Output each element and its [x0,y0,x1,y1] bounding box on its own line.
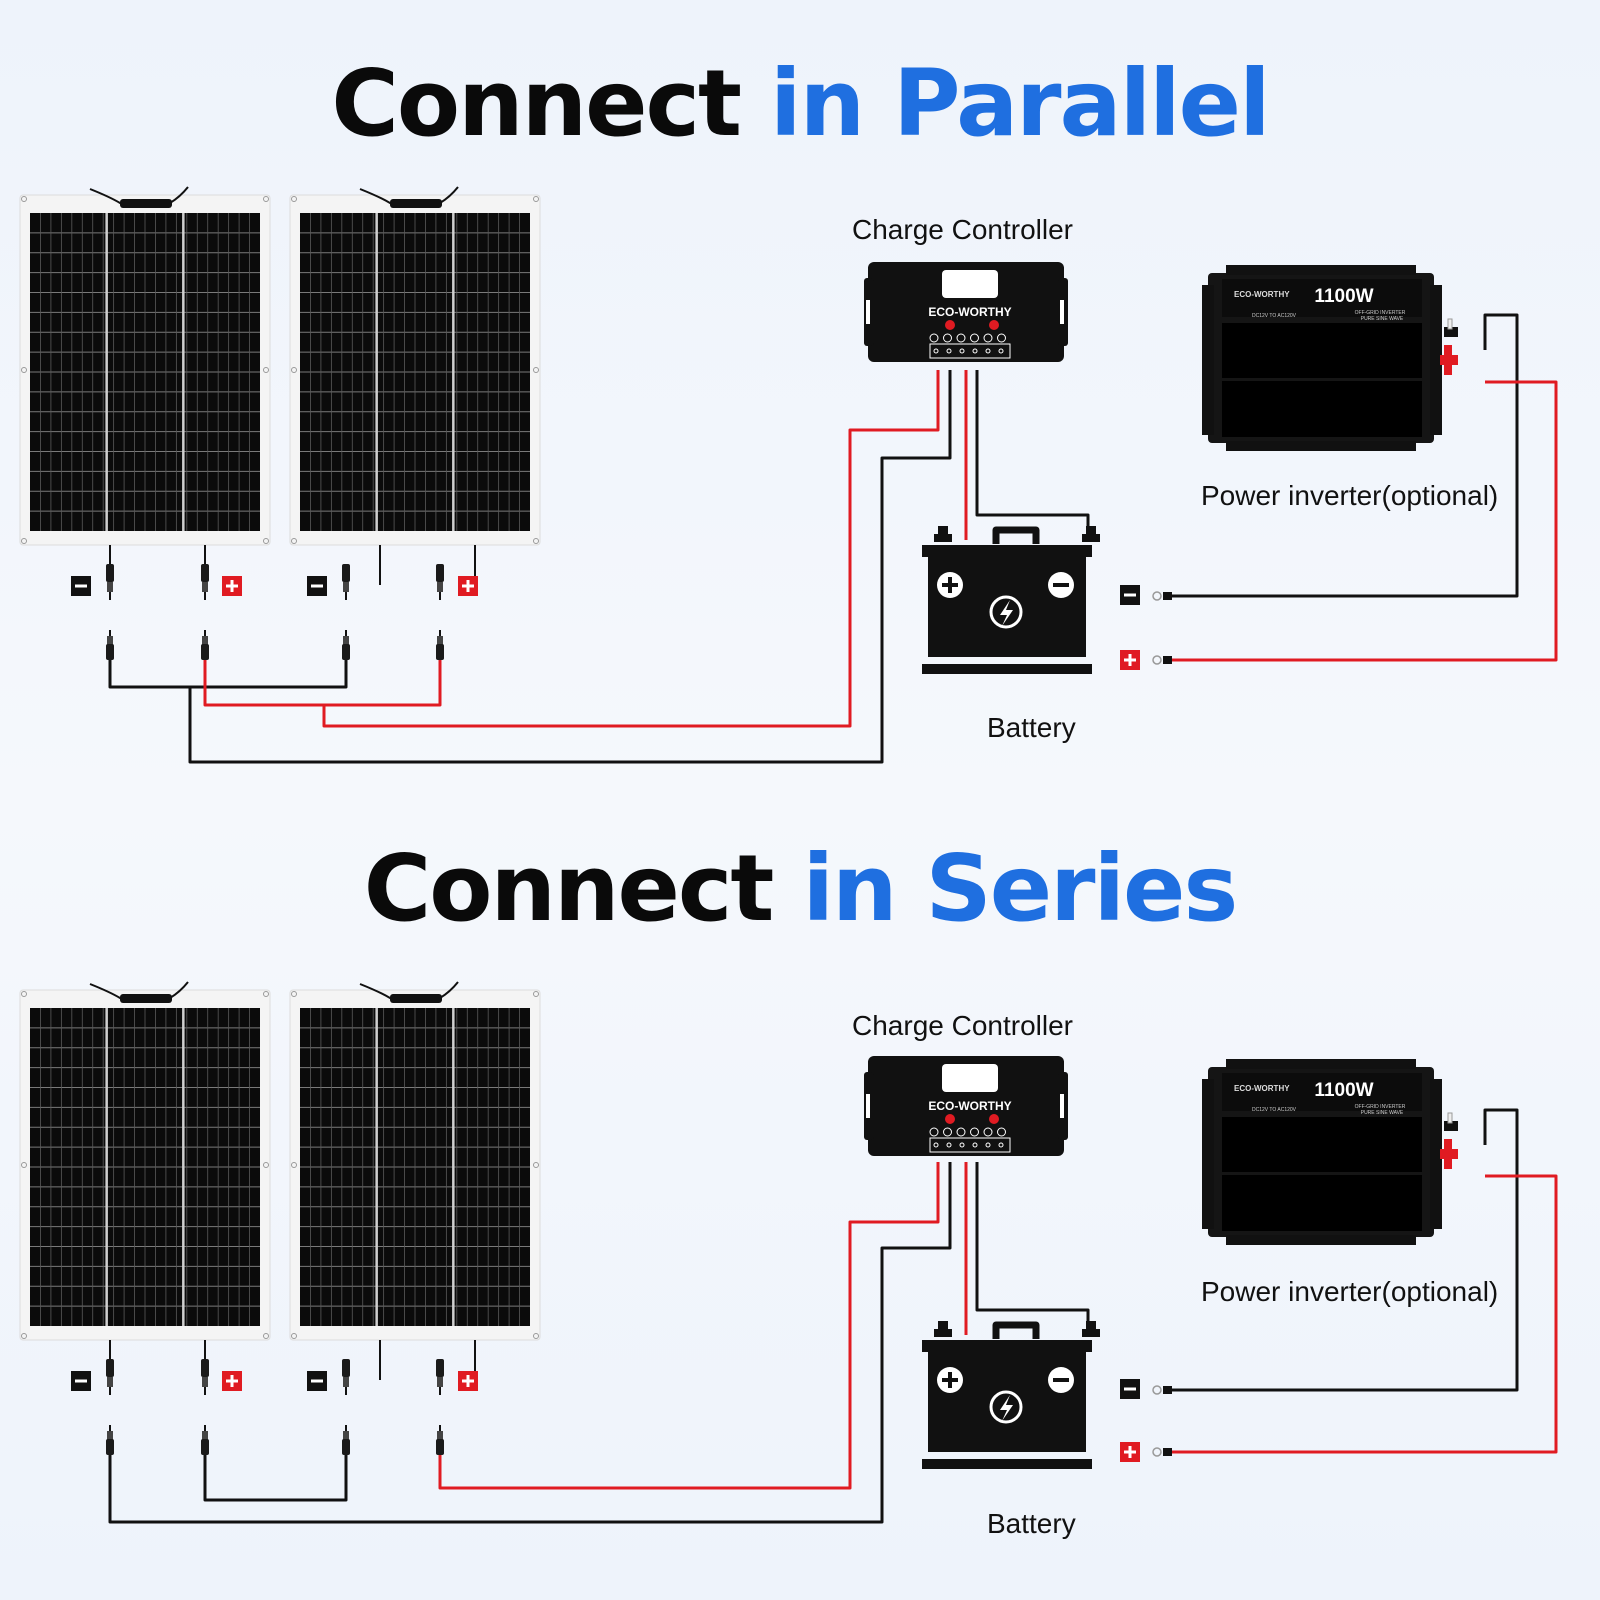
title-connect: Connect [363,835,775,942]
inverter-icon: ECO-WORTHY 1100W DC12V TO AC120V OFF-GRID I… [1202,1059,1458,1245]
wire-series-jumper [203,1455,348,1502]
mc4-connector-icon [342,630,350,660]
mc4-connector-icon [106,564,114,600]
battery-icon [922,1321,1100,1469]
inverter-brand: ECO-WORTHY [1234,290,1290,299]
series-section: Connect in Series ECO-WORTHY ECO-WORTHY 1… [0,800,1600,1600]
inverter-wattage: 1100W [1314,286,1373,307]
battery-terminal-lugs [1152,1385,1172,1457]
charge-controller-icon: ECO-WORTHY [864,262,1068,362]
charge-controller-label: Charge Controller [852,214,1073,245]
charge-controller-icon: ECO-WORTHY [864,1056,1068,1156]
mc4-connector-icon [342,1359,350,1395]
wire-battery-inverter-neg [1170,1108,1519,1392]
wire-battery-inverter-pos [1170,380,1558,662]
battery-terminal-lugs [1152,591,1172,665]
plus-icon [1120,650,1140,670]
wires [108,1108,1558,1524]
inverter-type-2: PURE SINE WAVE [1361,1110,1404,1116]
parallel-title: Connect in Parallel [0,58,1600,150]
minus-icon [307,1371,327,1391]
series-title: Connect in Series [0,843,1600,935]
solar-panel-icon [19,981,271,1380]
mc4-connector-icon [106,1425,114,1455]
battery-label: Battery [987,1508,1076,1539]
parallel-wiring-diagram: ECO-WORTHY ECO-WORTHY 1100W DC12V TO AC120… [19,186,1558,764]
mc4-connector-icon [436,1425,444,1455]
mc4-connector-icon [201,1425,209,1455]
plus-icon [458,576,478,596]
inverter-brand: ECO-WORTHY [1234,1084,1290,1093]
inverter-type-2: PURE SINE WAVE [1361,316,1404,322]
controller-brand: ECO-WORTHY [928,1099,1011,1113]
controller-brand: ECO-WORTHY [928,305,1011,319]
plus-icon [222,576,242,596]
plus-icon [1120,1442,1140,1462]
wires [108,313,1558,764]
title-method: in Series [802,835,1238,942]
wire-battery-inverter-neg [1170,313,1519,598]
mc4-connector-icon [342,564,350,600]
wire-negative-jumper [108,660,348,689]
plus-icon [222,1371,242,1391]
minus-icon [1120,585,1140,605]
inverter-spec: DC12V TO AC120V [1252,313,1297,319]
mc4-connector-icon [342,1425,350,1455]
mc4-connector-icon [201,630,209,660]
plus-icon [458,1371,478,1391]
minus-icon [1120,1379,1140,1399]
mc4-connector-icon [436,1359,444,1395]
mc4-connector-icon [436,630,444,660]
minus-icon [71,576,91,596]
mc4-connector-icon [106,630,114,660]
solar-panel-icon [19,186,271,585]
mc4-connector-icon [201,564,209,600]
title-connect: Connect [331,50,742,157]
wire-positive-to-controller [322,370,940,728]
wire-positive-jumper [203,660,442,707]
inverter-spec: DC12V TO AC120V [1252,1107,1297,1113]
parallel-section: Connect in Parallel ECO-W [0,58,1600,764]
charge-controller-label: Charge Controller [852,1010,1073,1041]
inverter-type-1: OFF-GRID INVERTER [1355,310,1406,316]
title-method: in Parallel [770,50,1271,157]
solar-panel-icon [289,981,541,1380]
solar-panel-icon [289,186,541,585]
mc4-connector-icon [436,564,444,600]
wire-negative-to-controller [188,370,952,764]
minus-icon [307,576,327,596]
inverter-type-1: OFF-GRID INVERTER [1355,1104,1406,1110]
wire-controller-battery-neg [975,1162,1090,1335]
wire-controller-battery-neg [975,370,1090,540]
inverter-icon: ECO-WORTHY 1100W DC12V TO AC120V OFF-GRID I… [1202,265,1458,451]
inverter-wattage: 1100W [1314,1080,1373,1101]
power-inverter-label: Power inverter(optional) [1201,1276,1499,1307]
wire-battery-inverter-pos [1170,1174,1558,1454]
mc4-connector-icon [106,1359,114,1395]
battery-icon [922,526,1100,674]
minus-icon [71,1371,91,1391]
power-inverter-label: Power inverter(optional) [1201,480,1499,511]
mc4-connector-icon [201,1359,209,1395]
series-wiring-diagram: ECO-WORTHY ECO-WORTHY 1100W DC12V TO AC120… [19,981,1558,1524]
wire-positive-to-controller [438,1162,940,1490]
battery-label: Battery [987,712,1076,743]
wire-negative-to-controller [108,1162,952,1524]
